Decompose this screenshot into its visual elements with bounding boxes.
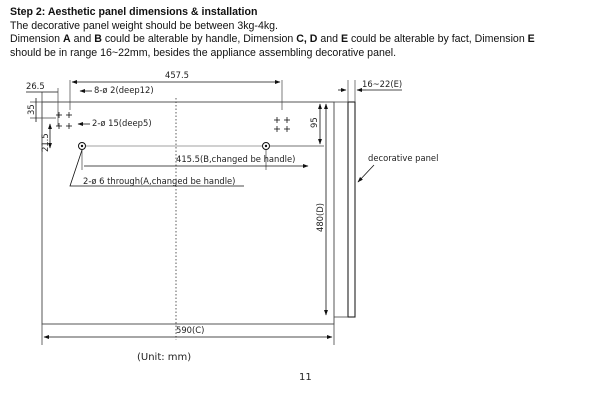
appliance-panel-outline xyxy=(41,101,335,325)
decorative-panel-side-view xyxy=(347,101,356,318)
dim-label-457: 457.5 xyxy=(165,70,189,80)
dim-label-16-22: 16~22(E) xyxy=(362,79,402,89)
dim-label-21: 21.5 xyxy=(40,133,50,152)
dim-label-480: 480(D) xyxy=(315,203,325,232)
dim-label-95: 95 xyxy=(309,117,319,128)
hole-2-6-label: 2-ø 6 through(A,changed be handle) xyxy=(83,176,235,186)
hole-8-label: 8-ø 2(deep12) xyxy=(94,85,154,95)
handle-hole-left xyxy=(78,142,86,150)
left-hole-marks xyxy=(56,112,72,129)
unit-label: (Unit: mm) xyxy=(137,352,191,363)
right-hole-marks xyxy=(274,117,290,132)
range-note: should be in range 16~22mm, besides the … xyxy=(10,46,397,59)
weight-note: The decorative panel weight should be be… xyxy=(10,19,278,32)
dim-label-26: 26.5 xyxy=(26,81,45,91)
instructions-heading: Step 2: Aesthetic panel dimensions & ins… xyxy=(10,6,595,60)
decorative-panel-label: decorative panel xyxy=(368,153,438,163)
dim-label-35: 35 xyxy=(26,104,36,115)
dimension-note: Dimension A and B could be alterable by … xyxy=(10,33,535,45)
handle-hole-right xyxy=(262,142,270,150)
step-title: Step 2: Aesthetic panel dimensions & ins… xyxy=(10,6,258,18)
page-number: 11 xyxy=(299,372,312,383)
hole-2-15-label: 2-ø 15(deep5) xyxy=(92,118,152,128)
dim-label-415: 415.5(B,changed be handle) xyxy=(176,154,295,164)
dim-label-590: 590(C) xyxy=(176,325,204,335)
